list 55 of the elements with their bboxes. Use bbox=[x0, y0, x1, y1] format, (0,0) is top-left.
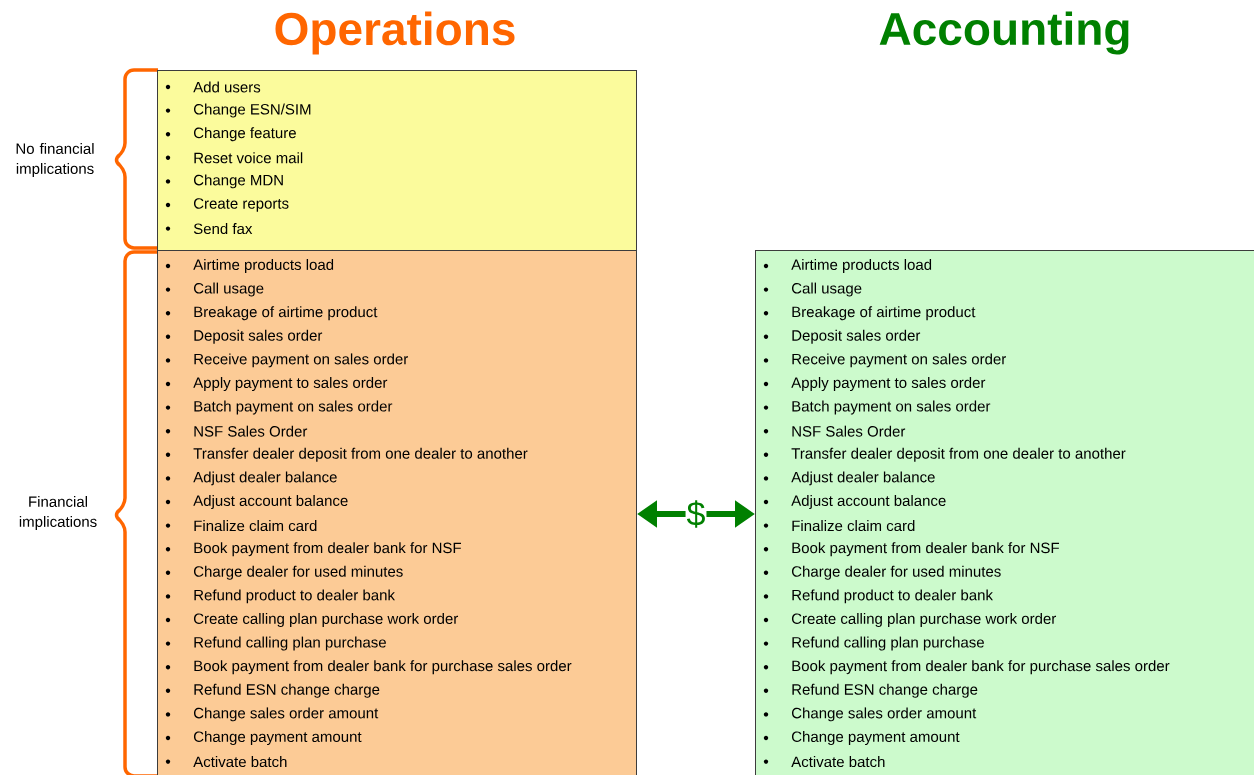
list-item: Transfer dealer deposit from one dealer to another bbox=[763, 447, 1126, 462]
edge-label: $ bbox=[686, 500, 705, 528]
list-item: Change payment amount bbox=[165, 731, 362, 745]
list-item: Change sales order amount bbox=[165, 707, 379, 722]
list-item: Book payment from dealer bank for NSF bbox=[165, 542, 461, 557]
list-item: Change MDN bbox=[165, 174, 283, 189]
list-item: Change sales order amount bbox=[763, 707, 977, 722]
column-heading: Accounting bbox=[879, 11, 1129, 55]
list-item: Reset voice mail bbox=[165, 152, 303, 164]
list-item: Breakage of airtime product bbox=[763, 306, 976, 321]
list-item: Apply payment to sales order bbox=[165, 377, 388, 391]
bracket-label: Financial implications bbox=[19, 496, 97, 530]
list-item: Deposit sales order bbox=[165, 329, 323, 344]
list-item: Finalize claim card bbox=[165, 520, 317, 532]
list-item: Adjust dealer balance bbox=[763, 471, 935, 486]
list-item: Book payment from dealer bank for NSF bbox=[763, 542, 1059, 557]
list-item: Receive payment on sales order bbox=[763, 353, 1006, 368]
list-item: Refund product to dealer bank bbox=[165, 589, 395, 604]
list-item: Deposit sales order bbox=[763, 329, 921, 344]
list-item: Finalize claim card bbox=[763, 520, 915, 532]
list-item: Call usage bbox=[763, 282, 862, 297]
list-item: Change payment amount bbox=[763, 731, 960, 745]
list-item: Transfer dealer deposit from one dealer to another bbox=[165, 447, 528, 462]
list-item: Receive payment on sales order bbox=[165, 353, 408, 368]
list-item: NSF Sales Order bbox=[165, 425, 308, 437]
list-item: Adjust account balance bbox=[763, 495, 946, 509]
list-item: Create calling plan purchase work order bbox=[763, 613, 1056, 627]
list-item: NSF Sales Order bbox=[763, 425, 906, 437]
list-item: Activate batch bbox=[165, 756, 287, 768]
list-item: Refund ESN change charge bbox=[763, 683, 978, 698]
list-item: Charge dealer for used minutes bbox=[165, 565, 403, 580]
list-item: Refund product to dealer bank bbox=[763, 589, 993, 604]
list-item: Activate batch bbox=[763, 756, 885, 768]
list-item: Call usage bbox=[165, 282, 264, 297]
list-item: Airtime products load bbox=[763, 259, 932, 273]
list-item: Adjust dealer balance bbox=[165, 471, 337, 486]
list-item: Book payment from dealer bank for purchase sales order bbox=[165, 660, 572, 675]
list-item: Send fax bbox=[165, 223, 253, 235]
list-item: Book payment from dealer bank for purchase sales order bbox=[763, 660, 1170, 675]
list-item: Apply payment to sales order bbox=[763, 377, 986, 391]
list-item: Refund ESN change charge bbox=[165, 683, 380, 698]
list-item: Create calling plan purchase work order bbox=[165, 613, 458, 627]
list-item: Breakage of airtime product bbox=[165, 306, 378, 321]
list-item: Batch payment on sales order bbox=[763, 400, 991, 415]
list-item: Change ESN/SIM bbox=[165, 103, 311, 118]
list-item: Batch payment on sales order bbox=[165, 400, 393, 415]
list-item: Charge dealer for used minutes bbox=[763, 565, 1001, 580]
list-item: Refund calling plan purchase bbox=[763, 636, 984, 651]
list-item: Add users bbox=[165, 81, 261, 93]
list-item: Adjust account balance bbox=[165, 495, 348, 509]
list-item: Create reports bbox=[165, 198, 289, 212]
bracket-label: No financial implications bbox=[16, 143, 94, 177]
list-item: Refund calling plan purchase bbox=[165, 636, 386, 651]
list-item: Change feature bbox=[165, 127, 296, 142]
list-item: Airtime products load bbox=[165, 259, 334, 273]
